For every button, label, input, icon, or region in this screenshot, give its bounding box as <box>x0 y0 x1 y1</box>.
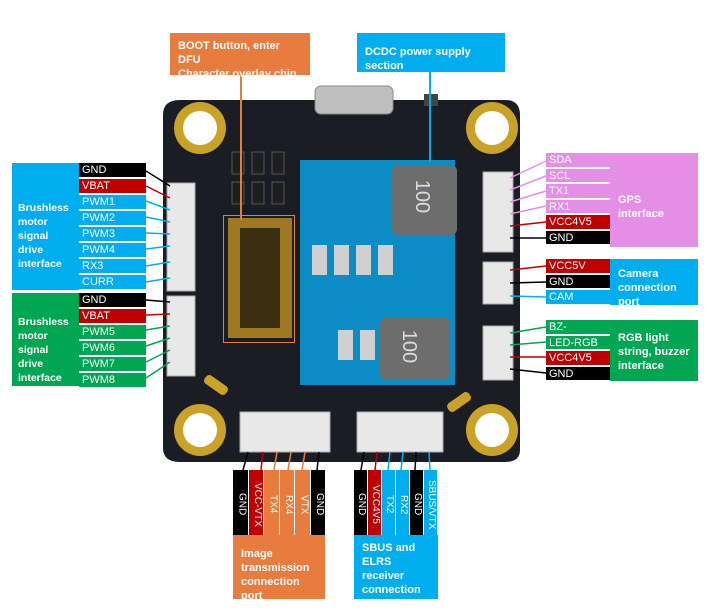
boot-callout-line1: BOOT button, enter DFU <box>178 40 281 66</box>
bottom-vtx-connector <box>239 411 331 453</box>
pin-right-gps-1-scl: SCL <box>546 168 610 183</box>
pin-left-top-5-pwm4: PWM4 <box>79 243 146 258</box>
boot-callout: BOOT button, enter DFU Character overlay… <box>170 33 310 80</box>
pin-left-top-7-curr: CURR <box>79 275 146 290</box>
pin-bottom-vtx-4-vtx: VTX <box>295 470 310 535</box>
pin-left-bottom-1-vbat: VBAT <box>79 309 146 324</box>
pin-right-gps-0-sda: SDA <box>546 153 610 168</box>
pin-left-bottom-2-pwm5: PWM5 <box>79 325 146 340</box>
pin-left-top-3-pwm2: PWM2 <box>79 211 146 226</box>
pin-left-top-2-pwm1: PWM1 <box>79 195 146 210</box>
left-top-connector <box>166 182 196 292</box>
pin-bottom-vtx-0-gnd: GND <box>233 470 248 535</box>
pin-left-top-0-gnd: GND <box>79 163 146 178</box>
inductor-bottom <box>380 318 450 380</box>
right-gps-connector <box>482 171 514 253</box>
pin-right-cam-2-cam: CAM <box>546 290 610 305</box>
mounting-hole-tl <box>174 102 226 154</box>
pin-bottom-rx-5-sbus-vtx: SBUS/VTX <box>424 470 437 535</box>
usb-port <box>314 85 394 115</box>
left-top-title-text: Brushless motor signal drive interface <box>18 202 69 270</box>
right-rgb-connector <box>482 325 514 381</box>
right-cam-title-text: Camera connection port <box>618 268 677 308</box>
right-cam-connector <box>482 261 514 305</box>
pin-bottom-rx-4-gnd: GND <box>410 470 423 535</box>
left-bottom-title: Brushless motor signal drive interface <box>12 293 79 386</box>
pin-right-rgb-1-led-rgb: LED-RGB <box>546 335 610 350</box>
pin-bottom-rx-2-tx2: TX2 <box>382 470 395 535</box>
osd-chip-highlight <box>223 215 295 343</box>
bottom-vtx-title: Image transmission connection port <box>233 535 325 602</box>
pin-right-rgb-3-gnd: GND <box>546 366 610 381</box>
pin-right-rgb-2-vcc4v5: VCC4V5 <box>546 351 610 366</box>
pin-left-top-4-pwm3: PWM3 <box>79 227 146 242</box>
bottom-rx-title: SBUS and ELRS receiver connection port <box>354 535 438 610</box>
pin-right-cam-1-gnd: GND <box>546 274 610 289</box>
pin-right-gps-5-gnd: GND <box>546 230 610 245</box>
pin-left-top-6-rx3: RX3 <box>79 259 146 274</box>
inductor-top-label: 100 <box>411 179 434 214</box>
dcdc-callout: DCDC power supply section <box>357 33 505 72</box>
pin-left-bottom-4-pwm7: PWM7 <box>79 357 146 372</box>
pin-bottom-vtx-5-gnd: GND <box>310 470 325 535</box>
bottom-rx-connector <box>356 411 444 453</box>
right-cam-title: Camera connection port <box>610 259 698 308</box>
pin-left-bottom-3-pwm6: PWM6 <box>79 341 146 356</box>
pin-right-cam-0-vcc5v: VCC5V <box>546 259 610 274</box>
left-top-title: Brushless motor signal drive interface <box>12 163 79 290</box>
boot-callout-line2: Character overlay chip <box>178 68 297 80</box>
dcdc-callout-label: DCDC power supply section <box>365 46 471 72</box>
right-gps-title-text: GPS interface <box>618 194 664 220</box>
pin-right-gps-4-vcc4v5: VCC4V5 <box>546 215 610 230</box>
right-rgb-title-text: RGB light string, buzzer interface <box>618 332 690 372</box>
pin-right-gps-2-tx1: TX1 <box>546 184 610 199</box>
left-bottom-connector <box>166 295 196 377</box>
inductor-bottom-label: 100 <box>398 329 421 364</box>
inductor-top <box>392 165 457 235</box>
pin-left-top-1-vbat: VBAT <box>79 179 146 194</box>
pin-bottom-vtx-1-vcc-vtx: VCC-VTX <box>248 470 263 535</box>
bottom-vtx-title-text: Image transmission connection port <box>241 548 310 602</box>
right-rgb-title: RGB light string, buzzer interface <box>610 320 698 381</box>
pin-left-bottom-0-gnd: GND <box>79 293 146 308</box>
right-gps-title: GPS interface <box>610 153 698 247</box>
bottom-rx-title-text: SBUS and ELRS receiver connection port <box>362 542 421 610</box>
pin-right-gps-3-rx1: RX1 <box>546 199 610 214</box>
left-bottom-title-text: Brushless motor signal drive interface <box>18 316 69 384</box>
pin-bottom-vtx-3-rx4: RX4 <box>279 470 294 535</box>
pin-bottom-rx-3-rx2: RX2 <box>396 470 409 535</box>
pin-left-bottom-5-pwm8: PWM8 <box>79 373 146 388</box>
pin-right-rgb-0-bz: BZ- <box>546 320 610 335</box>
pin-bottom-vtx-2-tx4: TX4 <box>264 470 279 535</box>
pin-bottom-rx-0-gnd: GND <box>354 470 367 535</box>
pin-bottom-rx-1-vcc4v5: VCC4V5 <box>368 470 381 535</box>
